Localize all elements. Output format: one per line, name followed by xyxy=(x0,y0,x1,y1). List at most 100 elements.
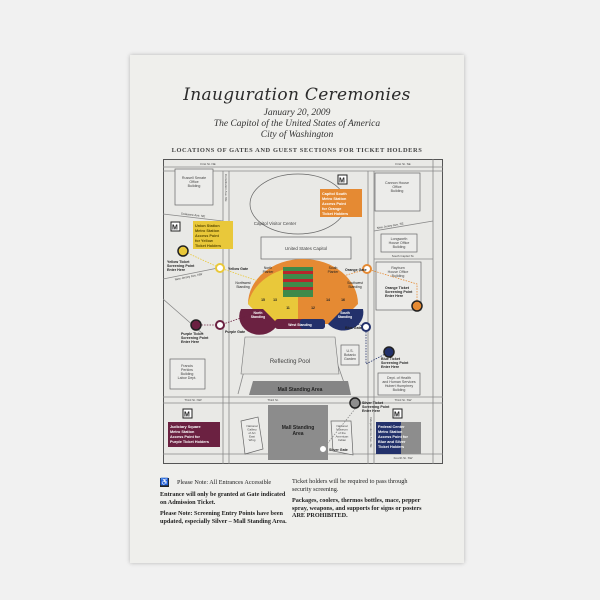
svg-text:Yellow Gate: Yellow Gate xyxy=(228,267,248,271)
yellow-gate-marker xyxy=(215,263,225,273)
svg-text:M: M xyxy=(339,178,345,185)
capitol-label: United States Capitol xyxy=(285,246,327,251)
svg-text:M: M xyxy=(394,412,400,419)
svg-text:16: 16 xyxy=(341,298,345,302)
accessible-note: Please Note: All Entrances Accessible xyxy=(177,478,272,486)
new-jersey-nw-label: New Jersey Ave. NW xyxy=(174,272,203,281)
gallery-east-wing xyxy=(240,416,264,455)
yellow-metro-box xyxy=(193,221,233,249)
svg-text:Fourth St. SW: Fourth St. SW xyxy=(394,456,413,460)
accessible-icon: ♿ xyxy=(160,478,169,487)
purple-metro-box xyxy=(168,422,220,447)
svg-text:M: M xyxy=(184,412,190,419)
mall-standing-band xyxy=(249,381,351,395)
capitol-building xyxy=(260,236,352,260)
venue: The Capitol of the United States of Amer… xyxy=(213,119,381,129)
orange-gate-marker xyxy=(362,264,372,274)
gates-map: Delaware Ave. NE Constitution Ave. NE Ne… xyxy=(163,159,443,464)
svg-text:Silver Gate: Silver Gate xyxy=(329,448,348,452)
svg-text:First St. NE: First St. NE xyxy=(200,162,215,166)
document-title: Inauguration Ceremonies xyxy=(183,85,411,105)
svg-text:Orange Gate: Orange Gate xyxy=(345,268,367,272)
svg-text:12: 12 xyxy=(311,306,315,310)
silver-gate-marker xyxy=(318,444,328,454)
security-note: Ticket holders will be required to pass … xyxy=(292,478,408,493)
svg-text:Blue Gate: Blue Gate xyxy=(345,326,362,330)
orange-metro-box xyxy=(320,189,362,217)
section-title: LOCATIONS OF GATES AND GUEST SECTIONS FO… xyxy=(171,147,423,154)
new-jersey-se-label: New Jersey Ave. SE xyxy=(376,222,403,230)
event-date: January 20, 2009 xyxy=(263,108,331,118)
gates xyxy=(177,245,423,454)
metro-icons: M M M M xyxy=(170,174,403,419)
notes-right: Ticket holders will be required to pass … xyxy=(292,478,427,524)
blue-screening-marker xyxy=(383,346,395,358)
blue-gate-marker xyxy=(361,322,371,332)
svg-text:14: 14 xyxy=(326,298,330,302)
svg-text:South Capitol St.: South Capitol St. xyxy=(392,254,415,258)
russell-building xyxy=(174,168,214,206)
mall-standing-area xyxy=(268,405,328,460)
indian-museum xyxy=(330,420,354,456)
cannon-building xyxy=(374,172,421,212)
reflecting-pool-label: Reflecting Pool xyxy=(270,359,310,365)
visitor-center-label: Capitol Visitor Center xyxy=(254,221,297,226)
prohibited-note: Packages, coolers, thermos bottles, mace… xyxy=(292,497,422,520)
yellow-screening-marker xyxy=(177,245,189,257)
svg-text:13: 13 xyxy=(273,298,277,302)
screening-update-note: Please Note: Screening Entry Points have… xyxy=(160,510,287,525)
purple-screening-marker xyxy=(190,319,202,331)
svg-text:West Standing: West Standing xyxy=(288,323,311,327)
reflecting-pool xyxy=(240,336,340,375)
gate-entry-note: Entrance will only be granted at Gate in… xyxy=(160,491,286,506)
svg-text:11: 11 xyxy=(286,306,290,310)
purple-gate-marker xyxy=(215,320,225,330)
botanic-garden xyxy=(340,344,360,366)
hhs-building xyxy=(377,372,421,396)
svg-text:15: 15 xyxy=(261,298,265,302)
independence-ave-label: Independence Ave. SE xyxy=(369,417,373,447)
constitution-ave-label: Constitution Ave. NE xyxy=(224,174,228,201)
notes-left: ♿ Please Note: All Entrances Accessible E… xyxy=(160,478,292,529)
perkins-building xyxy=(169,358,206,390)
svg-text:M: M xyxy=(172,225,178,232)
ticket-map-document: Inauguration Ceremonies January 20, 2009… xyxy=(130,55,464,563)
svg-text:First St. SE: First St. SE xyxy=(395,162,410,166)
orange-screening-marker xyxy=(411,300,423,312)
svg-text:Third St.: Third St. xyxy=(267,398,279,402)
svg-text:Third St. SW: Third St. SW xyxy=(394,398,411,402)
svg-text:Third St. NW: Third St. NW xyxy=(184,398,201,402)
longworth-building xyxy=(380,233,418,253)
svg-text:Purple Gate: Purple Gate xyxy=(225,330,245,334)
city: City of Washington xyxy=(260,130,334,140)
delaware-ave-label: Delaware Ave. NE xyxy=(181,212,206,219)
silver-screening-marker xyxy=(349,397,361,409)
blue-metro-box xyxy=(376,422,401,454)
svg-text:Mall Standing Area: Mall Standing Area xyxy=(278,387,323,393)
